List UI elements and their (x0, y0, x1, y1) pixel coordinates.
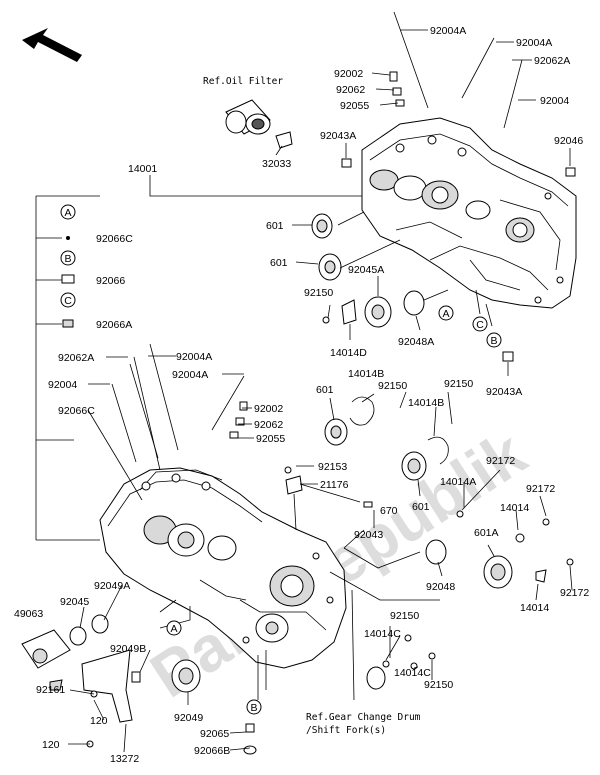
callout-circle-A2: A (166, 620, 182, 636)
svg-text:B: B (64, 253, 71, 265)
label-120: 120 (42, 739, 60, 751)
upper-crankcase-illustration (361, 117, 577, 309)
label-92161: 92161 (36, 684, 65, 696)
lower-crankcase-illustration (99, 467, 347, 669)
label-92066: 92066 (96, 275, 125, 287)
label-92043A: 92043A (320, 130, 356, 142)
label-21176: 21176 (320, 479, 349, 491)
label-92150: 92150 (304, 287, 333, 299)
callout-circle-C1: C (472, 316, 488, 332)
label-601A: 601A (474, 527, 499, 539)
callout-circle-B-key: B (64, 253, 71, 265)
label-14014D: 14014D (330, 347, 367, 359)
ref-shift-fork: /Shift Fork(s) (306, 725, 386, 736)
label-92172: 92172 (486, 455, 515, 467)
oil-filter-illustration (225, 99, 293, 149)
label-92004A: 92004A (176, 351, 212, 363)
label-601: 601 (266, 220, 284, 232)
label-92004A: 92004A (172, 369, 208, 381)
label-92049B: 92049B (110, 643, 146, 655)
svg-text:C: C (476, 319, 484, 331)
ref-gear-change-drum: Ref.Gear Change Drum (306, 712, 421, 723)
key-legend (35, 195, 100, 540)
label-92150: 92150 (378, 380, 407, 392)
label-14014: 14014 (520, 602, 549, 614)
callout-circle-A-key: A (64, 207, 71, 219)
label-92048: 92048 (426, 581, 455, 593)
svg-text:A: A (170, 623, 177, 635)
label-92066A: 92066A (96, 319, 132, 331)
label-92045: 92045 (60, 596, 89, 608)
label-92004A: 92004A (516, 37, 552, 49)
label-92062: 92062 (254, 419, 283, 431)
label-92048A: 92048A (398, 336, 434, 348)
label-92043A: 92043A (486, 386, 522, 398)
label-49063: 49063 (14, 608, 43, 620)
label-670: 670 (380, 505, 398, 517)
label-601: 601 (316, 384, 334, 396)
leader-lines (36, 29, 573, 753)
seals-and-cover-illustration (21, 614, 257, 755)
label-92066B: 92066B (194, 745, 230, 757)
label-14001: 14001 (128, 163, 157, 175)
callout-circle-C-key: C (64, 295, 72, 307)
callout-circle-B1: B (486, 332, 502, 348)
label-92049A: 92049A (94, 580, 130, 592)
label-92066C: 92066C (58, 405, 95, 417)
callout-circle-B2: B (246, 699, 262, 715)
label-92150: 92150 (424, 679, 453, 691)
label-14014B: 14014B (348, 368, 384, 380)
label-92055: 92055 (340, 100, 369, 112)
label-601: 601 (412, 501, 430, 513)
label-92049: 92049 (174, 712, 203, 724)
svg-text:A: A (64, 207, 71, 219)
bearings-upper-illustration (311, 213, 425, 328)
svg-text:A: A (442, 308, 449, 320)
label-92150: 92150 (444, 378, 473, 390)
bearings-lower-illustration (284, 396, 574, 690)
label-14014: 14014 (500, 502, 529, 514)
label-14014C: 14014C (394, 667, 431, 679)
label-92004: 92004 (48, 379, 77, 391)
label-32033: 32033 (262, 158, 291, 170)
callout-circle-A1: A (438, 305, 454, 321)
label-92153: 92153 (318, 461, 347, 473)
label-14014B: 14014B (408, 397, 444, 409)
svg-text:C: C (64, 295, 72, 307)
label-92065: 92065 (200, 728, 229, 740)
svg-text:B: B (490, 335, 497, 347)
label-120: 120 (90, 715, 108, 727)
dowel-92043A-bottom (502, 351, 514, 362)
label-92045A: 92045A (348, 264, 384, 276)
part-number-labels: 92004A 92004A 92062A 92004 92002 92062 9… (14, 25, 589, 765)
svg-text:B: B (250, 702, 257, 714)
upper-studs-illustration (389, 11, 523, 129)
label-92150: 92150 (390, 610, 419, 622)
label-14014C: 14014C (364, 628, 401, 640)
label-92062A: 92062A (58, 352, 94, 364)
label-92172: 92172 (560, 587, 589, 599)
label-92066C: 92066C (96, 233, 133, 245)
dowel-92046 (565, 167, 576, 177)
label-92004A: 92004A (430, 25, 466, 37)
label-92043: 92043 (354, 529, 383, 541)
label-92172: 92172 (526, 483, 555, 495)
label-13272: 13272 (110, 753, 139, 765)
label-92004: 92004 (540, 95, 569, 107)
label-92062: 92062 (336, 84, 365, 96)
label-92002: 92002 (254, 403, 283, 415)
front-direction-arrow-icon (22, 28, 82, 62)
label-92046: 92046 (554, 135, 583, 147)
label-92062A: 92062A (534, 55, 570, 67)
label-14014A: 14014A (440, 476, 476, 488)
label-601: 601 (270, 257, 288, 269)
label-92002: 92002 (334, 68, 363, 80)
ref-oil-filter: Ref.Oil Filter (203, 76, 283, 87)
label-92055: 92055 (256, 433, 285, 445)
dowel-92043A-top (341, 158, 352, 168)
